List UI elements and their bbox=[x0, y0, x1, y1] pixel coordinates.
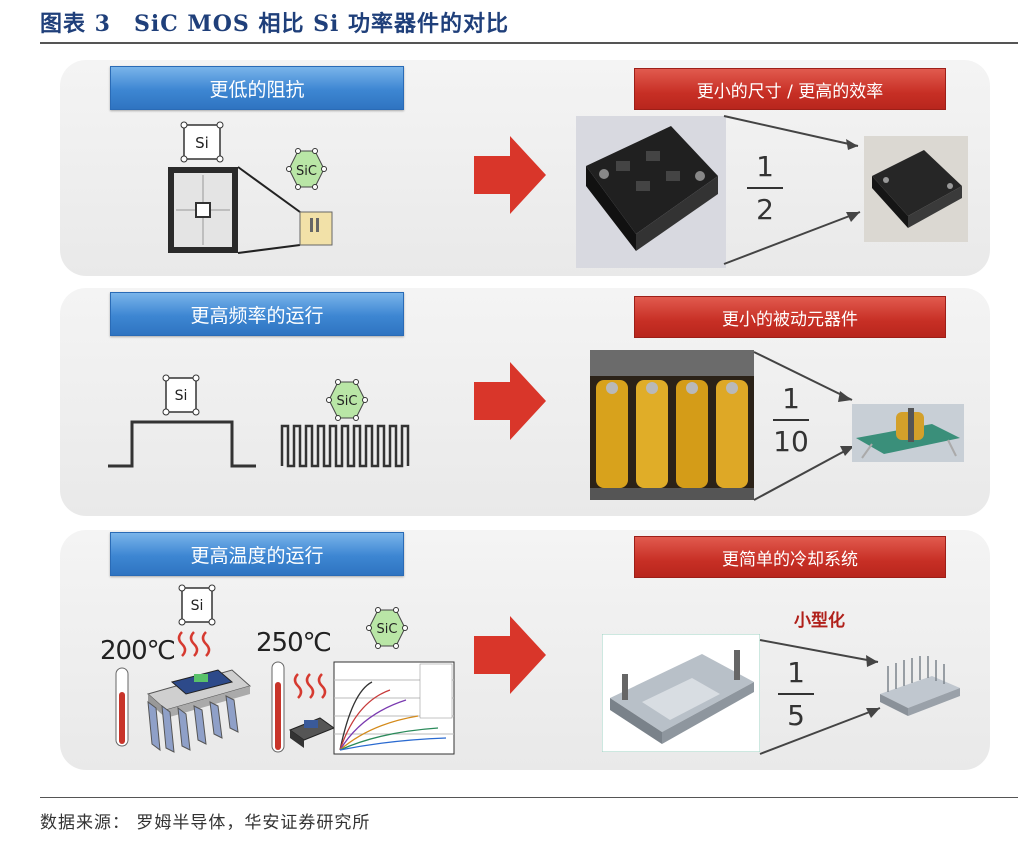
si-chip-icon: Si bbox=[180, 121, 224, 163]
characteristic-curve-graphic bbox=[333, 661, 455, 755]
si-label: Si bbox=[175, 388, 188, 404]
label-higher-frequency: 更高频率的运行 bbox=[110, 292, 404, 336]
large-cooling-plate-photo bbox=[602, 634, 760, 752]
label-smaller-passives: 更小的被动元器件 bbox=[634, 296, 946, 338]
passives-ratio-lines bbox=[753, 351, 855, 501]
temperature-illustration: Si SiC bbox=[115, 584, 455, 755]
figure-title: 图表 3 SiC MOS 相比 Si 功率器件的对比 bbox=[40, 11, 510, 37]
arrow-right-icon bbox=[474, 136, 546, 214]
sic-temperature-label: 250℃ bbox=[256, 628, 332, 658]
sic-label: SiC bbox=[296, 164, 317, 179]
size-ratio-lines bbox=[723, 115, 861, 265]
source-note: 数据来源： 罗姆半导体，华安证券研究所 bbox=[40, 813, 371, 833]
top-rule bbox=[40, 42, 1018, 44]
sic-chip-icon: SiC bbox=[326, 379, 368, 421]
si-chip-icon: Si bbox=[178, 584, 216, 626]
label-higher-temperature: 更高温度的运行 bbox=[110, 532, 404, 576]
switching-waveform-illustration: Si SiC bbox=[108, 374, 410, 468]
large-power-module-photo bbox=[576, 116, 726, 268]
large-inductor-photo bbox=[590, 350, 754, 500]
cooling-ratio-lines bbox=[759, 639, 881, 755]
si-temperature-label: 200℃ bbox=[100, 636, 176, 666]
label-lower-resistance: 更低的阻抗 bbox=[110, 66, 404, 110]
arrow-right-icon bbox=[474, 616, 546, 694]
bottom-rule bbox=[40, 797, 1018, 798]
si-chip-icon: Si bbox=[162, 374, 200, 416]
si-label: Si bbox=[195, 134, 209, 152]
arrow-right-icon bbox=[474, 362, 546, 440]
sic-label: SiC bbox=[337, 394, 358, 409]
miniaturize-label: 小型化 bbox=[794, 611, 845, 631]
sic-label: SiC bbox=[377, 622, 398, 637]
sic-chip-icon: SiC bbox=[286, 148, 327, 190]
resistance-chip-illustration: Si SiC bbox=[168, 121, 333, 254]
small-heatsink-photo bbox=[880, 656, 960, 716]
small-inductor-photo bbox=[852, 404, 964, 462]
si-label: Si bbox=[191, 598, 204, 614]
sic-chip-icon: SiC bbox=[366, 607, 408, 649]
label-smaller-size: 更小的尺寸 / 更高的效率 bbox=[634, 68, 946, 110]
small-power-module-photo bbox=[864, 136, 968, 242]
label-simpler-cooling: 更简单的冷却系统 bbox=[634, 536, 946, 578]
